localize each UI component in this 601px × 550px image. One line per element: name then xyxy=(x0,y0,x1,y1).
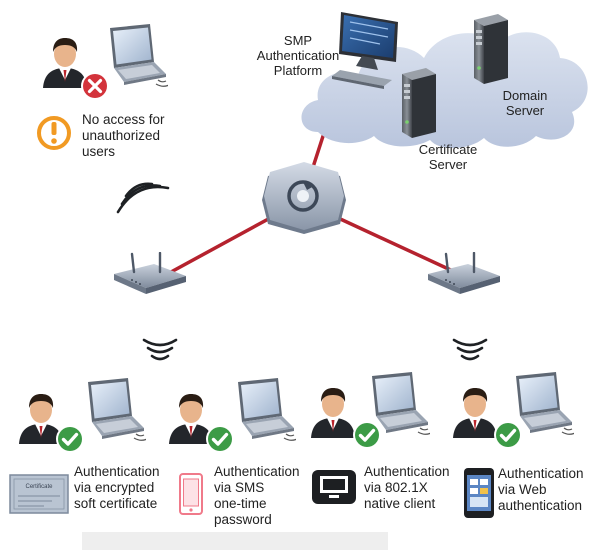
unauthorized-user xyxy=(37,24,168,150)
deny-icon xyxy=(81,72,109,100)
laptop-icon xyxy=(515,372,574,435)
client-sms-otp xyxy=(169,378,296,454)
certificate-icon: Certificate xyxy=(9,474,69,514)
no-access-label: No access for unauthorized users xyxy=(82,112,165,159)
mobile-phone-icon xyxy=(179,473,203,515)
client-soft-certificate xyxy=(19,378,146,454)
certificate-server-label: Certificate Server xyxy=(418,142,478,172)
domain-server-label: Domain Server xyxy=(502,88,548,118)
certificate-badge-label: Certificate xyxy=(25,484,53,490)
link-router-ap-right xyxy=(335,215,456,274)
person-icon xyxy=(43,38,87,88)
wifi-signal-right-icon xyxy=(452,338,488,361)
client-label-sms-otp: Authentication via SMS one-time password xyxy=(214,464,300,527)
core-switch-icon xyxy=(262,162,346,234)
wifi-signal-left-icon xyxy=(142,338,178,361)
client-label-soft-certificate: Authentication via encrypted soft certif… xyxy=(74,464,160,511)
native-client-icon xyxy=(312,470,356,504)
person-icon xyxy=(311,388,355,438)
domain-server-icon xyxy=(474,14,508,84)
client-label-8021x: Authentication via 802.1X native client xyxy=(364,464,450,511)
client-web-auth xyxy=(453,372,574,450)
person-icon xyxy=(453,388,497,438)
check-icon xyxy=(55,424,85,454)
smartphone-web-icon xyxy=(464,468,494,518)
footer-strip xyxy=(82,532,388,550)
check-icon xyxy=(493,420,523,450)
access-point-left-icon xyxy=(112,252,188,296)
warning-icon xyxy=(37,116,71,150)
laptop-icon xyxy=(371,372,430,435)
client-label-web-auth: Authentication via Web authentication xyxy=(498,466,584,513)
smp-platform-monitor-icon xyxy=(332,12,398,89)
wifi-signal-unauthorized-icon xyxy=(116,182,170,214)
link-router-ap-left xyxy=(159,215,273,280)
laptop-icon xyxy=(237,378,296,441)
client-8021x xyxy=(311,372,430,450)
check-icon xyxy=(205,424,235,454)
access-point-right-icon xyxy=(426,252,502,296)
laptop-icon xyxy=(109,24,168,87)
check-icon xyxy=(352,420,382,450)
smp-platform-label: SMP Authentication Platform xyxy=(256,33,340,78)
laptop-icon xyxy=(87,378,146,441)
certificate-server-icon xyxy=(402,68,436,138)
